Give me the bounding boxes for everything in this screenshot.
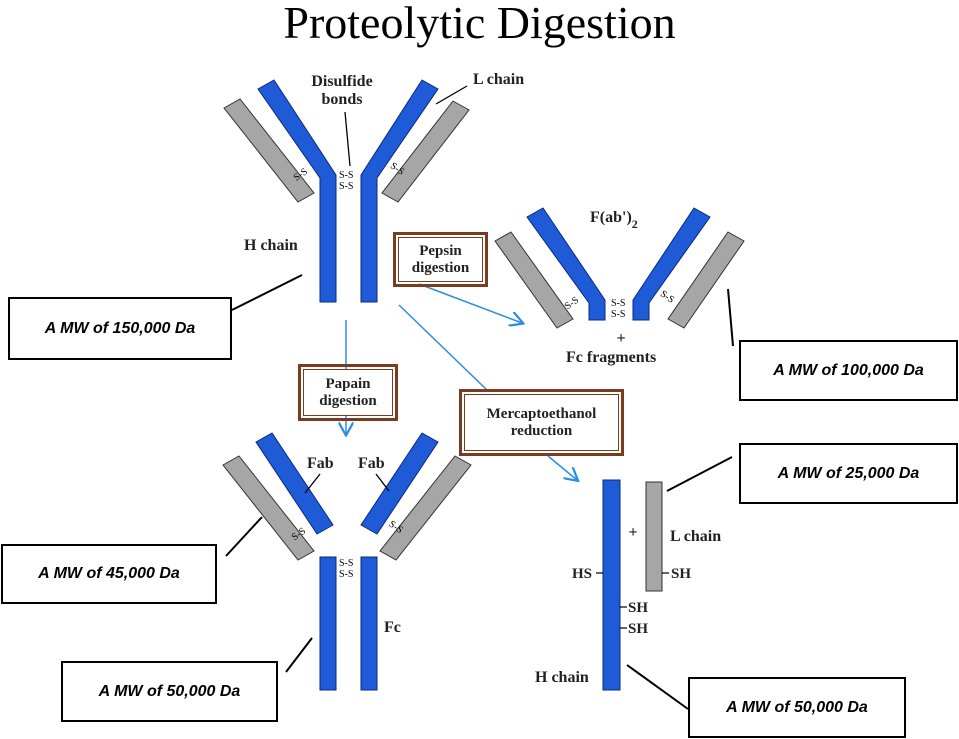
intact-heavy-chain-left [257, 79, 337, 303]
fab-fragment-left: S-S [222, 432, 334, 561]
label-fab2: F(ab')2 [590, 209, 638, 231]
fab2-heavy-chain-left [526, 207, 606, 321]
ss-bond: S-S [339, 170, 353, 181]
label-l-chain-reduced: L chain [670, 528, 721, 545]
reduced-chains [596, 479, 669, 691]
mw-label-fab: A MW of 45,000 Da [1, 544, 217, 604]
separated-light-chain [645, 481, 663, 592]
fab2-heavy-chain-right [632, 207, 711, 321]
fab2-light-chain-right [667, 231, 745, 329]
intact-light-chain-left [223, 98, 315, 203]
fab2-fragment: S-S S-S S-S S-S [494, 207, 745, 329]
disulfide-leader [344, 111, 351, 167]
label-fab-right: Fab [358, 455, 385, 472]
label-fc: Fc [384, 619, 401, 636]
papain-label-line2: digestion [319, 392, 377, 409]
fab-light-chain-right [379, 455, 472, 561]
fab-heavy-chain-right [360, 432, 439, 535]
label-sh-heavy-1: SH [628, 600, 648, 616]
l-chain-leader [435, 85, 468, 105]
intact-heavy-chain-right [360, 79, 439, 303]
label-l-chain-top: L chain [473, 71, 524, 88]
papain-label-line1: Papain [325, 375, 371, 392]
label-disulfide-bonds: Disulfide [311, 73, 372, 90]
ss-bond: S-S [611, 309, 625, 320]
mercapto-label-line2: reduction [510, 422, 573, 439]
leader-intact [231, 274, 303, 311]
leader-heavy [626, 664, 689, 710]
intact-light-chain-right [381, 100, 470, 203]
fab-light-chain-left [222, 455, 315, 561]
label-fab-left: Fab [307, 455, 334, 472]
mercapto-label-line1: Mercaptoethanol [486, 405, 597, 422]
pepsin-label-line1: Pepsin [419, 242, 462, 259]
label-sh-light: SH [671, 566, 691, 582]
ss-bond: S-S [339, 181, 353, 192]
leader-light [666, 456, 733, 492]
fab2-light-chain-left [494, 231, 574, 329]
intact-antibody: S-S S-S S-S S-S [223, 79, 470, 303]
mw-label-intact: A MW of 150,000 Da [8, 297, 232, 360]
fab-leader-right [375, 473, 390, 492]
ss-bond: S-S [339, 558, 353, 569]
leader-fab [225, 516, 263, 557]
mw-label-heavy-chain: A MW of 50,000 Da [688, 677, 906, 738]
ss-bond: S-S [611, 298, 625, 309]
fc-fragment: S-S S-S [319, 556, 378, 691]
label-h-chain-top: H chain [244, 237, 298, 254]
fab-leader-left [304, 473, 321, 494]
label-disulfide-bonds: bonds [322, 91, 363, 108]
pepsin-label-line2: digestion [411, 259, 470, 276]
mw-label-fc: A MW of 50,000 Da [61, 661, 278, 722]
label-h-chain-reduced: H chain [535, 669, 589, 686]
label-plus: + [616, 330, 625, 347]
page-title: Proteolytic Digestion [283, 0, 676, 48]
leader-fc [285, 637, 313, 673]
mw-label-light-chain: A MW of 25,000 Da [739, 443, 958, 504]
fab-heavy-chain-left [255, 432, 334, 535]
arrow-pepsin [418, 283, 522, 323]
fc-heavy-chain-left [319, 556, 337, 691]
mw-label-fab2: A MW of 100,000 Da [739, 340, 958, 401]
arrow-mercapto-b [547, 455, 577, 480]
fab-fragment-right: S-S [360, 432, 472, 561]
ss-bond: S-S [658, 289, 676, 306]
fc-heavy-chain-right [360, 556, 378, 691]
leader-fab2 [727, 288, 734, 347]
label-hs: HS [572, 566, 592, 582]
separated-heavy-chain [602, 479, 621, 691]
label-fc-fragments: Fc fragments [566, 349, 656, 366]
ss-bond: S-S [339, 569, 353, 580]
label-sh-heavy-2: SH [628, 621, 648, 637]
label-plus-reduced: + [628, 524, 637, 541]
arrow-mercapto-a [398, 304, 488, 391]
